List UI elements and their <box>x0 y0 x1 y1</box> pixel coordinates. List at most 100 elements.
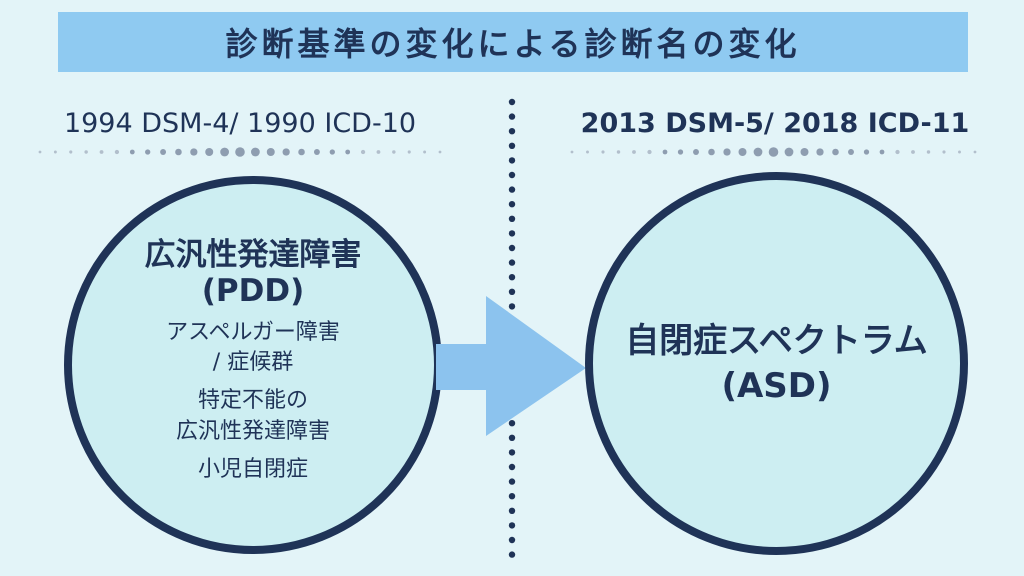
decor-dot <box>423 150 427 154</box>
divider-dot <box>508 171 516 179</box>
decor-dot <box>38 150 42 154</box>
decor-dot <box>601 150 605 154</box>
decor-dot <box>677 149 684 155</box>
decor-dot <box>298 148 305 156</box>
decor-dot <box>693 149 699 155</box>
decor-dot <box>360 149 366 155</box>
decor-dot <box>407 150 411 154</box>
left-dots-group <box>38 147 442 157</box>
divider-dot <box>508 463 516 471</box>
decor-dot <box>190 148 198 156</box>
decor-dot <box>973 150 977 154</box>
divider-dot <box>508 113 516 120</box>
pdd-title: 広汎性発達障害 (PDD) <box>145 237 362 310</box>
divider-dot <box>508 507 516 514</box>
decor-dot <box>586 150 589 154</box>
right-arrow-icon <box>436 296 586 436</box>
divider-dot <box>508 244 516 252</box>
decor-dot <box>282 148 290 156</box>
decor-dot <box>784 147 794 157</box>
pdd-nos-line1: 特定不能の <box>197 388 308 414</box>
asperger-line2: / 症候群 <box>212 350 294 376</box>
divider-dot <box>508 536 516 544</box>
title-bar: 診断基準の変化による診断名の変化 <box>58 12 968 72</box>
decor-dot <box>69 150 73 154</box>
decor-dot <box>753 147 763 157</box>
divider-dot <box>508 288 516 295</box>
decor-dot <box>632 150 636 154</box>
decor-dot <box>392 150 396 154</box>
decor-dot <box>738 147 747 157</box>
divider-dot <box>508 186 516 193</box>
pdd-nos-line2: 広汎性発達障害 <box>175 418 330 444</box>
decor-dot <box>84 150 88 154</box>
divider-dot <box>508 478 516 485</box>
decor-dot <box>329 149 335 155</box>
childhood-autism-label: 小児自閉症 <box>197 457 308 483</box>
decor-dot <box>800 147 809 157</box>
decor-dot <box>376 150 381 154</box>
decor-dot <box>129 149 135 155</box>
decor-dot <box>926 150 931 154</box>
pdd-title-line1: 広汎性発達障害 <box>144 236 362 273</box>
divider-dot <box>508 215 516 222</box>
decor-dot <box>647 149 652 155</box>
divider-dot <box>508 522 516 529</box>
decor-dot <box>266 147 275 157</box>
divider-dot <box>508 493 516 500</box>
pdd-nos-label: 特定不能の 広汎性発達障害 <box>176 386 330 447</box>
decor-dot <box>848 149 854 155</box>
decor-dot <box>175 148 182 156</box>
decor-dot <box>832 148 839 156</box>
asd-title: 自閉症スペクトラム (ASD) <box>625 319 928 407</box>
decor-dot <box>723 148 731 156</box>
decor-dot <box>145 149 151 155</box>
left-dotted-underline <box>38 147 977 157</box>
divider-dot <box>508 98 516 106</box>
decor-dot <box>570 150 574 154</box>
decor-dot <box>942 150 946 154</box>
decor-dot <box>160 149 167 155</box>
decor-dot <box>958 150 961 154</box>
decor-dot <box>616 150 621 154</box>
page-title: 診断基準の変化による診断名の変化 <box>225 25 801 63</box>
decor-dot <box>205 147 214 157</box>
divider-dot <box>508 420 516 427</box>
decor-dot <box>911 150 915 154</box>
pdd-title-line2: (PDD) <box>201 273 305 310</box>
divider-dot <box>508 449 516 456</box>
decor-dot <box>313 149 320 155</box>
asd-circle: 自閉症スペクトラム (ASD) <box>585 172 968 555</box>
decor-dot <box>662 149 668 155</box>
decor-dot <box>879 149 885 155</box>
asperger-label: アスペルガー障害 / 症候群 <box>166 318 340 379</box>
divider-dot <box>508 201 516 208</box>
decor-dot <box>114 149 120 155</box>
decor-dot <box>863 149 870 155</box>
decor-dot <box>345 149 351 155</box>
decor-dot <box>250 147 260 157</box>
decor-dot <box>438 150 442 154</box>
divider-dot <box>508 157 516 164</box>
divider-dot <box>508 303 516 310</box>
divider-dot <box>508 274 516 281</box>
asd-title-line2: (ASD) <box>721 365 832 406</box>
divider-dot <box>508 230 516 237</box>
divider-dot <box>508 128 516 135</box>
decor-dot <box>53 150 57 154</box>
decor-dot <box>768 147 779 157</box>
right-era-label: 2013 DSM-5/ 2018 ICD-11 <box>580 108 970 139</box>
decor-dot <box>895 149 900 155</box>
divider-dot <box>508 434 516 441</box>
decor-dot <box>235 147 245 157</box>
decor-dot <box>708 148 715 156</box>
divider-dot <box>508 259 516 266</box>
left-era-label: 1994 DSM-4/ 1990 ICD-10 <box>63 108 417 139</box>
divider-dot <box>508 142 516 149</box>
pdd-circle: 広汎性発達障害 (PDD) アスペルガー障害 / 症候群 特定不能の 広汎性発達… <box>64 176 442 554</box>
decor-dot <box>220 147 230 157</box>
asd-title-line1: 自閉症スペクトラム <box>625 321 928 362</box>
decor-dot <box>816 148 824 156</box>
divider-dot <box>508 551 516 558</box>
decor-dot <box>99 150 104 154</box>
